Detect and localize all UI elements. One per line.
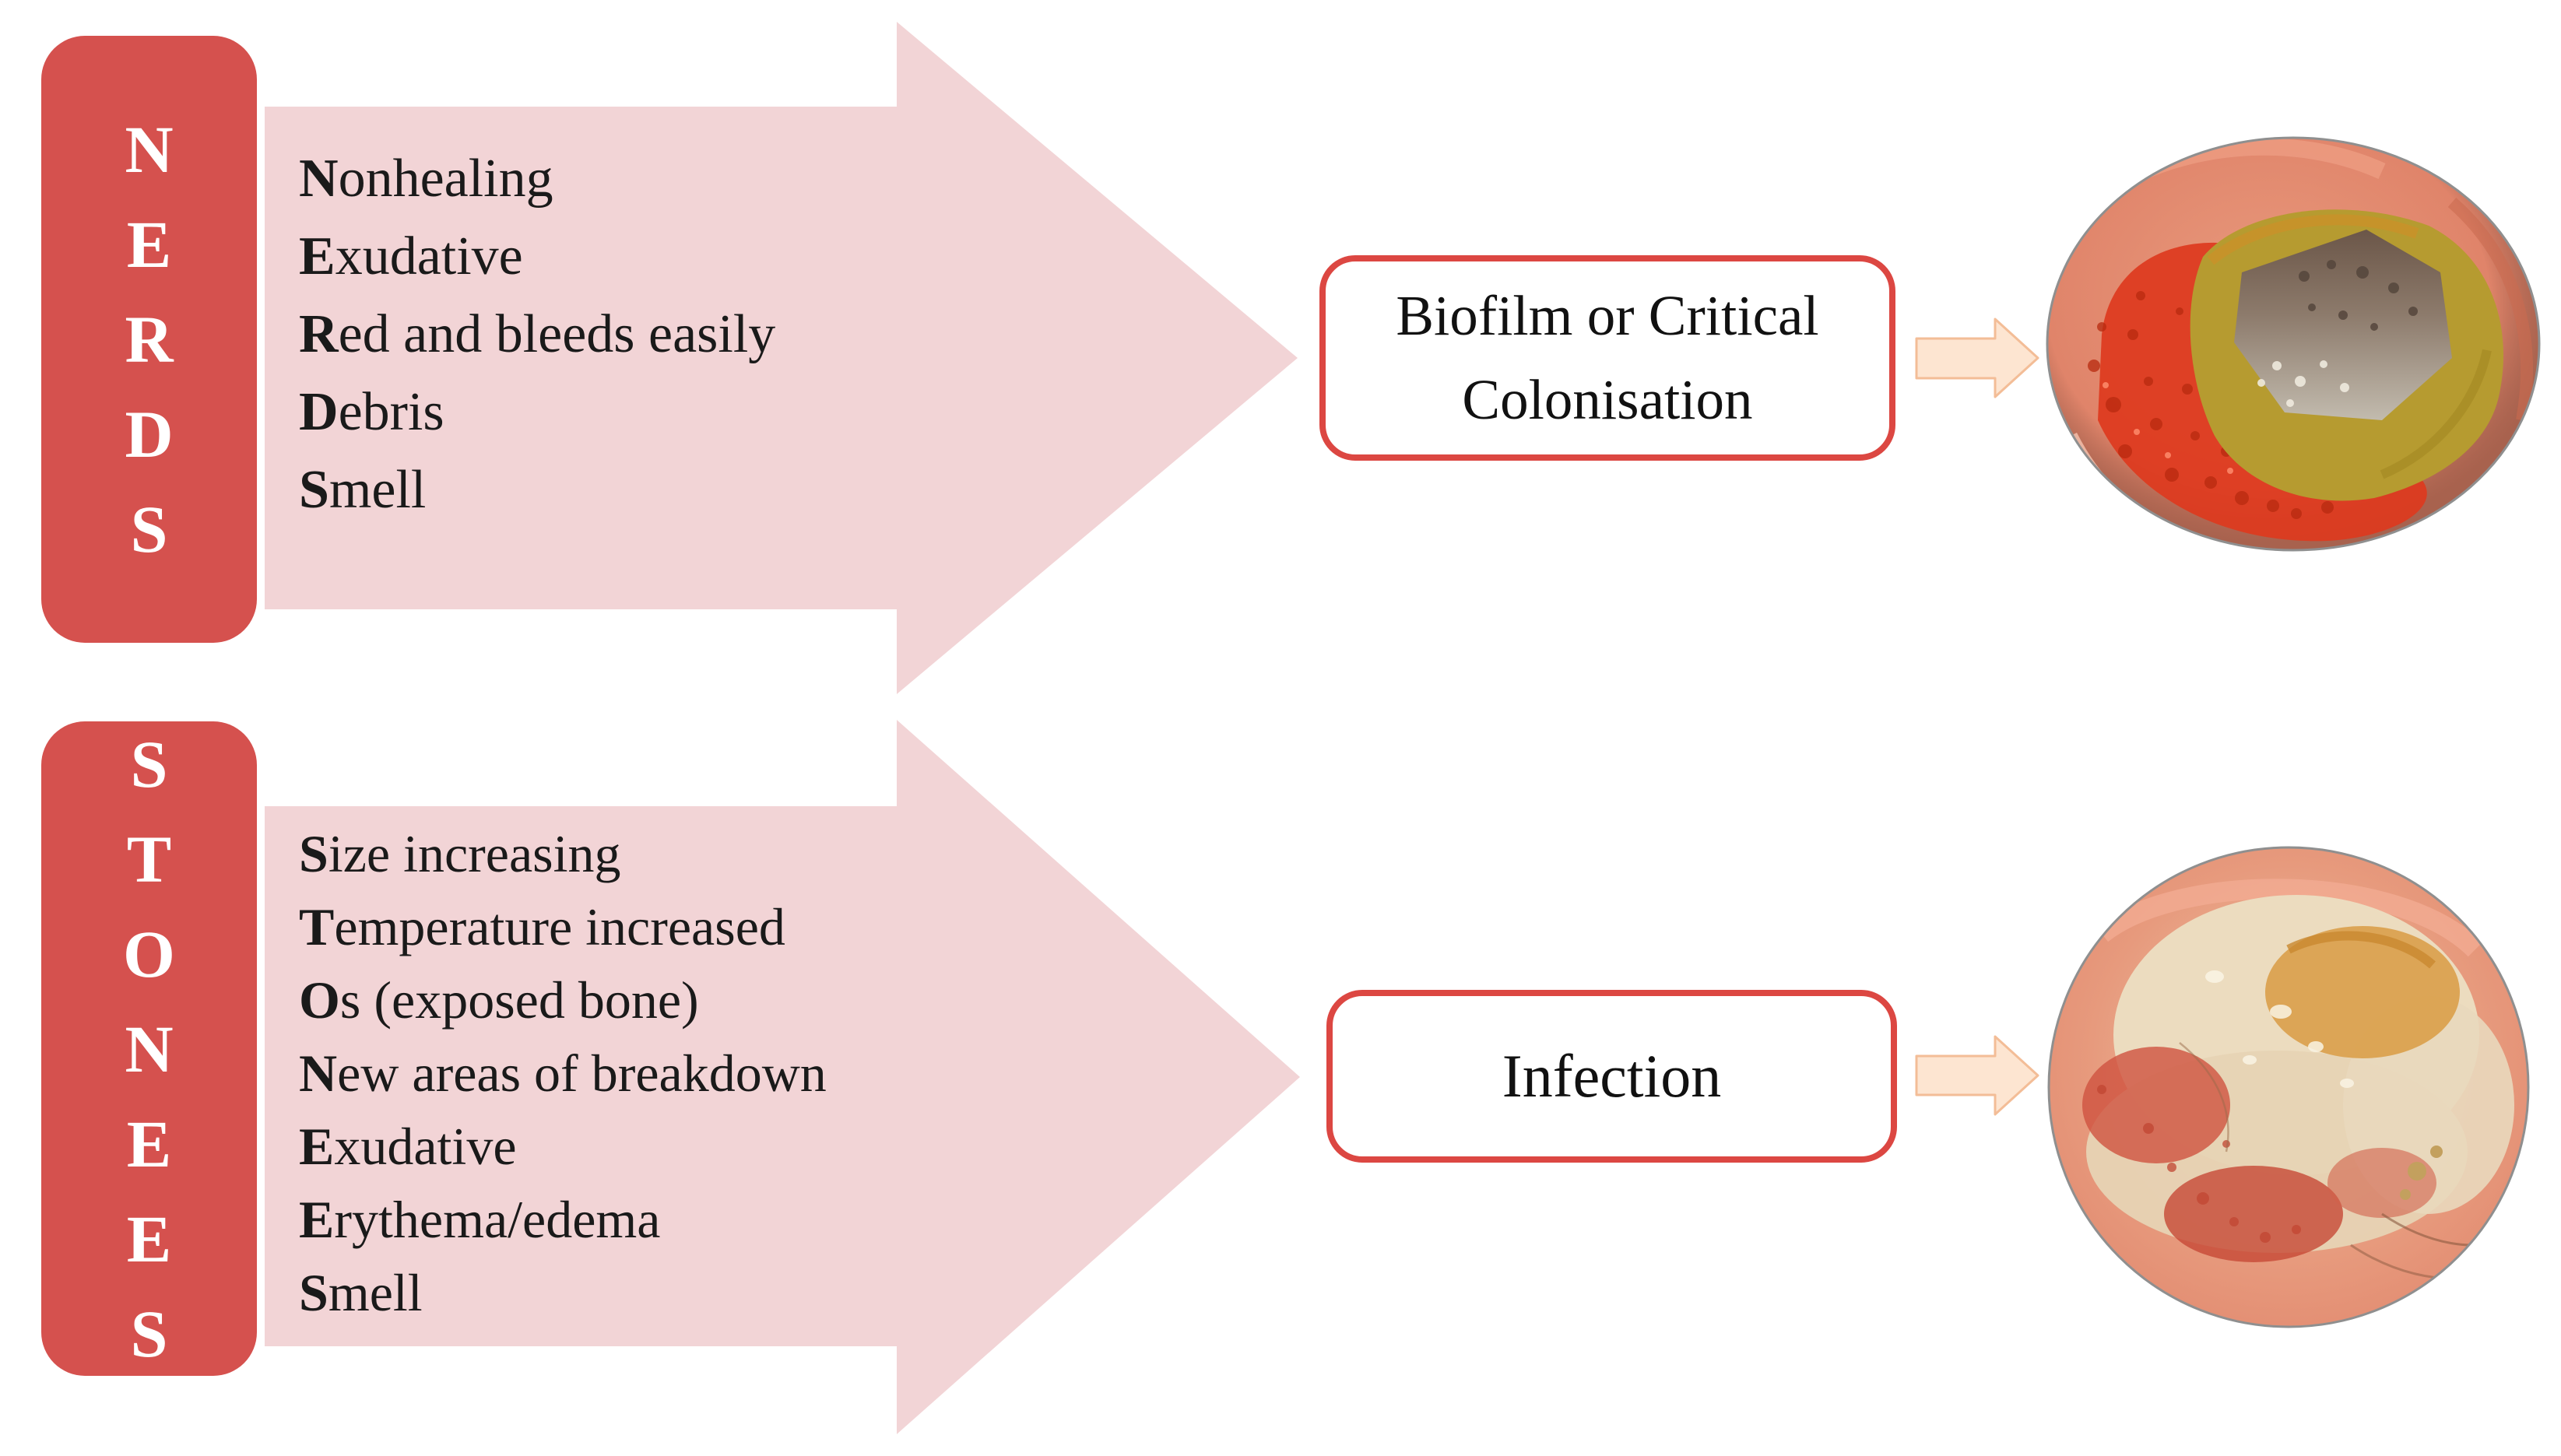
- acronym-letter: O: [123, 916, 175, 991]
- list-item: New areas of breakdown: [299, 1044, 827, 1103]
- outcome-label-line: Biofilm or Critical: [1396, 284, 1819, 347]
- list-item: Debris: [299, 382, 444, 442]
- connector-arrow-icon-1: [1915, 318, 2039, 398]
- outcome-label-line: Infection: [1502, 1042, 1722, 1110]
- acronym-letter: N: [125, 112, 174, 187]
- stonees-criteria-list: Size increasing Temperature increased Os…: [299, 817, 827, 1329]
- acronym-letter: S: [130, 492, 168, 567]
- connector-arrow-icon-2: [1915, 1035, 2039, 1116]
- nerds-big-arrow: [265, 22, 1298, 694]
- stonees-acronym-box: S T O N E E S: [41, 721, 257, 1376]
- list-item: Exudative: [299, 226, 523, 286]
- acronym-letter: E: [126, 1106, 172, 1181]
- infection-outcome-box: Infection: [1326, 990, 1897, 1163]
- acronym-letter: E: [126, 1201, 172, 1276]
- list-item: Temperature increased: [299, 897, 785, 956]
- acronym-letter: E: [126, 207, 172, 282]
- acronym-letter: T: [126, 821, 172, 896]
- list-item: Nonhealing: [299, 149, 553, 209]
- wound-image-biofilm: [2046, 136, 2541, 552]
- list-item: Red and bleeds easily: [299, 304, 776, 364]
- list-item: Os (exposed bone): [299, 970, 699, 1030]
- acronym-letter: N: [125, 1011, 174, 1086]
- list-item: Exudative: [299, 1117, 517, 1176]
- list-item: Erythema/edema: [299, 1190, 661, 1249]
- outcome-label-line: Colonisation: [1462, 368, 1753, 431]
- wound-image-infection: [2047, 846, 2530, 1328]
- stonees-big-arrow: [265, 720, 1300, 1434]
- acronym-letter: D: [125, 397, 174, 472]
- acronym-letter: R: [125, 302, 174, 377]
- biofilm-outcome-box: Biofilm or Critical Colonisation: [1319, 255, 1895, 461]
- acronym-letter: S: [130, 1296, 168, 1371]
- list-item: Smell: [299, 1263, 423, 1322]
- list-item: Smell: [299, 460, 427, 520]
- nerds-criteria-list: Nonhealing Exudative Red and bleeds easi…: [299, 140, 775, 529]
- nerds-acronym-box: N E R D S: [41, 36, 257, 643]
- list-item: Size increasing: [299, 824, 621, 883]
- acronym-letter: S: [130, 726, 168, 802]
